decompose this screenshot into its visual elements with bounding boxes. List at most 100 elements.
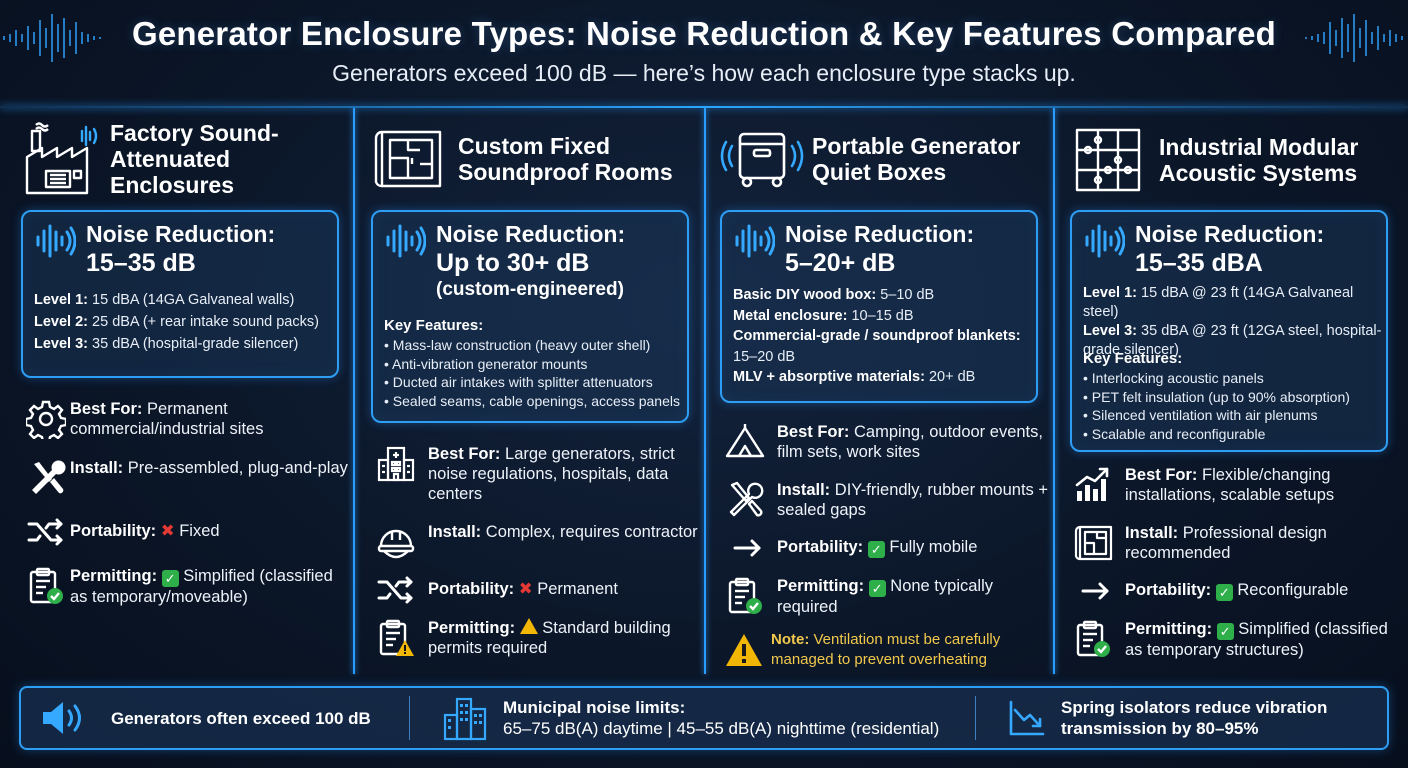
footer-title: Municipal noise limits: xyxy=(503,698,686,717)
noise-reduction-label: Noise Reduction: xyxy=(86,221,276,247)
level-list: Level 1: 15 dBA @ 23 ft (14GA Galvaneal … xyxy=(1083,284,1383,360)
level-item: Level 2: 25 dBA (+ rear intake sound pac… xyxy=(34,314,319,330)
column-title: Factory Sound-Attenuated Enclosures xyxy=(110,120,279,198)
check-icon: ✓ xyxy=(867,541,885,558)
footer-item: Generators often exceed 100 dB xyxy=(39,688,409,748)
clipboard-check-icon xyxy=(728,577,762,614)
column-header: Factory Sound-Attenuated Enclosures xyxy=(24,120,290,198)
soundwave-icon xyxy=(1085,224,1125,258)
level-list: Basic DIY wood box: 5–10 dB Metal enclos… xyxy=(733,285,1033,388)
noise-reduction-label: Noise Reduction: xyxy=(1135,221,1325,247)
wrench-screwdriver-icon xyxy=(729,481,764,517)
note-item: Note: Ventilation must be carefully mana… xyxy=(725,630,1050,670)
level-list: Level 1: 15 dBA (14GA Galvaneal walls) L… xyxy=(34,289,334,355)
noise-reduction: Noise Reduction: 5–20+ dB xyxy=(733,220,974,278)
feature-item: • Scalable and reconfigurable xyxy=(1083,425,1266,442)
install-item: Install: Complex, requires contractor xyxy=(376,522,698,562)
noise-reduction-value: 15–35 dB xyxy=(86,249,196,277)
column-title: Custom Fixed Soundproof Rooms xyxy=(458,133,673,185)
footer-bar: Generators often exceed 100 dB Municipal… xyxy=(19,686,1389,750)
move-arrow-icon xyxy=(727,532,761,564)
soundwave-icon xyxy=(36,224,76,258)
factory-icon xyxy=(25,122,98,195)
footer-text: Generators often exceed 100 dB xyxy=(111,708,371,728)
permitting-item: Permitting: ✓ Simplified (classified as … xyxy=(1073,619,1403,660)
permitting-item: Permitting: ✓ Simplified (classified as … xyxy=(26,566,351,607)
portability-item: Portability: ✖ Fixed xyxy=(26,512,351,552)
hard-hat-icon xyxy=(377,529,415,559)
column-header: Industrial Modular Acoustic Systems xyxy=(1073,126,1389,194)
check-icon: ✓ xyxy=(868,580,886,597)
footer-separator xyxy=(975,696,976,740)
speaker-icon xyxy=(43,702,81,734)
soundwave-icon xyxy=(386,224,426,258)
trend-down-icon xyxy=(1009,700,1045,736)
footer-text: Spring isolators reduce vibration transm… xyxy=(1061,698,1328,738)
noise-reduction-label: Noise Reduction: xyxy=(436,221,626,247)
level-item: Metal enclosure: 10–15 dB xyxy=(733,307,914,324)
footer-text: 65–75 dB(A) daytime | 45–55 dB(A) nightt… xyxy=(503,719,940,738)
blueprint-icon xyxy=(374,130,442,188)
noise-reduction-value: 15–35 dBA xyxy=(1135,249,1263,277)
key-features-title: Key Features: xyxy=(384,317,484,334)
generator-box-icon xyxy=(720,132,804,188)
footer-separator xyxy=(409,696,410,740)
level-item: Commercial-grade / soundproof blankets: … xyxy=(733,328,1021,365)
feature-item: • Interlocking acoustic panels xyxy=(1083,370,1264,386)
key-features: Key Features: • Interlocking acoustic pa… xyxy=(1083,349,1383,443)
soundwave-left-icon xyxy=(3,14,101,62)
puzzle-panels-icon xyxy=(1075,128,1141,192)
best-for-item: Best For: Camping, outdoor events, film … xyxy=(725,422,1050,462)
feature-item: • Ducted air intakes with splitter atten… xyxy=(384,374,653,390)
level-item: Level 3: 35 dBA (hospital-grade silencer… xyxy=(34,336,299,352)
install-item: Install: DIY-friendly, rubber mounts + s… xyxy=(725,480,1050,520)
install-item: Install: Professional design recommended xyxy=(1073,523,1403,563)
soundwave-right-icon xyxy=(1305,14,1403,62)
clipboard-warning-icon xyxy=(379,619,414,656)
check-icon: ✓ xyxy=(1215,584,1233,601)
column-title: Industrial Modular Acoustic Systems xyxy=(1159,134,1359,186)
install-item: Install: Pre-assembled, plug-and-play xyxy=(26,458,351,498)
best-for-item: Best For: Permanent commercial/industria… xyxy=(26,399,351,439)
permitting-item: Permitting: Standard building permits re… xyxy=(376,618,698,658)
noise-reduction-note: (custom-engineered) xyxy=(436,279,624,300)
page-title: Generator Enclosure Types: Noise Reducti… xyxy=(131,15,1277,52)
noise-reduction: Noise Reduction: 15–35 dBA xyxy=(1083,220,1324,278)
noise-reduction: Noise Reduction: 15–35 dB xyxy=(34,220,275,278)
column-title: Portable Generator Quiet Boxes xyxy=(812,133,1021,185)
feature-item: • Anti-vibration generator mounts xyxy=(384,355,588,372)
column-header: Portable Generator Quiet Boxes xyxy=(720,128,1042,190)
key-features-title: Key Features: xyxy=(1083,350,1183,367)
header: Generator Enclosure Types: Noise Reducti… xyxy=(0,0,1408,104)
check-icon: ✓ xyxy=(1216,623,1234,640)
gear-icon xyxy=(26,400,66,439)
wrench-screwdriver-icon xyxy=(32,460,66,494)
floor-plan-icon xyxy=(1074,525,1113,561)
noise-reduction-label: Noise Reduction: xyxy=(785,221,975,247)
warning-icon xyxy=(726,634,762,666)
shuffle-icon xyxy=(377,576,413,604)
clipboard-check-icon xyxy=(1076,620,1110,657)
shuffle-icon xyxy=(27,518,63,546)
cross-icon: ✖ xyxy=(518,580,533,598)
tent-icon xyxy=(725,424,765,458)
building-icon xyxy=(377,446,415,482)
level-item: Level 1: 15 dBA @ 23 ft (14GA Galvaneal … xyxy=(1083,285,1354,320)
level-item: Level 3: 35 dBA @ 23 ft (12GA steel, hos… xyxy=(1083,323,1382,358)
feature-item: • Silenced ventilation with air plenums xyxy=(1083,407,1318,423)
column-header: Custom Fixed Soundproof Rooms xyxy=(374,128,688,190)
column-divider xyxy=(1053,108,1055,674)
portability-item: Portability: ✓ Fully mobile xyxy=(725,528,1050,568)
page-subtitle: Generators exceed 100 dB — here’s how ea… xyxy=(332,60,1076,86)
level-item: Level 1: 15 dBA (14GA Galvaneal walls) xyxy=(34,292,295,308)
key-features: Key Features: • Mass-law construction (h… xyxy=(384,316,684,410)
level-item: Basic DIY wood box: 5–10 dB xyxy=(733,287,935,303)
best-for-item: Best For: Flexible/changing installation… xyxy=(1073,465,1403,505)
feature-item: • Mass-law construction (heavy outer she… xyxy=(384,337,651,353)
noise-reduction-value: 5–20+ dB xyxy=(785,249,896,277)
column-divider xyxy=(353,108,355,674)
soundwave-icon xyxy=(735,224,775,258)
noise-reduction-value: Up to 30+ dB xyxy=(436,249,590,277)
cross-icon: ✖ xyxy=(160,522,175,540)
check-icon: ✓ xyxy=(161,570,179,587)
